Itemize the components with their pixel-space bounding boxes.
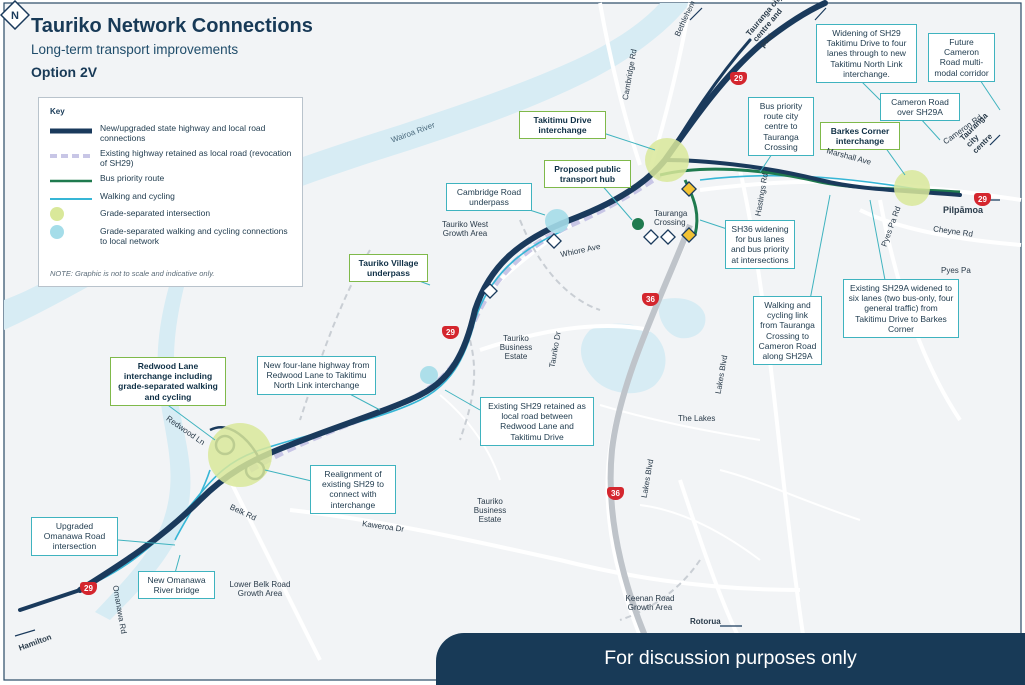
legend-note: NOTE: Graphic is not to scale and indica… [50,269,215,278]
redwood-lane-interchange-marker [208,423,272,487]
barkes-corner-interchange-marker [894,170,930,206]
label-the-lakes: The Lakes [678,414,716,423]
cambridge-underpass-marker [545,209,569,233]
sh29-shield-icon: 29 [442,326,459,339]
sh29-shield-icon: 29 [80,582,97,595]
sh36-shield-icon: 36 [607,487,624,500]
legend-item-label: Walking and cycling [100,191,175,201]
legend-heading: Key [50,107,65,116]
sh36-highway [607,223,693,682]
callout-barkes-corner[interactable]: Barkes Corner interchange [820,122,900,151]
callout-new-four-lane[interactable]: New four-lane highway from Redwood Lane … [257,356,376,395]
sh36-shield-icon: 36 [642,293,659,306]
callout-redwood-lane[interactable]: Redwood Lane interchange including grade… [110,357,226,406]
label-tauriko-west: Tauriko West Growth Area [441,220,489,239]
option-label: Option 2V [31,64,98,80]
callout-omanawa-bridge[interactable]: New Omanawa River bridge [138,571,215,600]
label-keenan-road: Keenan Road Growth Area [625,594,675,613]
label-pilpamoa: Pilpāmoa [943,205,984,215]
label-tauranga-crossing: Tauranga Crossing [654,209,688,228]
callout-bus-priority[interactable]: Bus priority route city centre to Tauran… [748,97,814,156]
callout-omanawa-road[interactable]: Upgraded Omanawa Road intersection [31,517,118,556]
grade-separated-intersections [208,138,930,487]
legend-item-label: New/upgraded state highway and local roa… [100,123,266,144]
callout-sh29a-widened[interactable]: Existing SH29A widened to six lanes (two… [843,279,959,338]
callout-cambridge-underpass[interactable]: Cambridge Road underpass [446,183,532,212]
bus-stop-markers [482,181,697,299]
tauriko-village-underpass-marker [420,366,438,384]
label-rotorua: Rotorua [690,617,721,626]
callout-existing-sh29[interactable]: Existing SH29 retained as local road bet… [480,397,594,446]
map-title: Tauriko Network Connections [31,15,313,37]
callout-widening-sh29[interactable]: Widening of SH29 Takitimu Drive to four … [816,24,917,83]
map-subtitle: Long-term transport improvements [31,42,239,57]
lakes-water-2 [658,298,706,339]
takitimu-drive-interchange-marker [645,138,689,182]
wairoa-river [4,3,690,330]
callout-realignment[interactable]: Realignment of existing SH29 to connect … [310,465,396,514]
legend-item-label: Grade-separated walking and cycling conn… [100,226,288,247]
legend-item-label: Bus priority route [100,173,165,183]
legend-item-label: Grade-separated intersection [100,208,211,218]
transport-hub-marker [632,218,644,230]
callout-transport-hub[interactable]: Proposed public transport hub [544,160,631,189]
callout-sh36-widening[interactable]: SH36 widening for bus lanes and bus prio… [725,220,795,269]
callout-tauriko-village[interactable]: Tauriko Village underpass [349,254,428,283]
callout-future-cameron[interactable]: Future Cameron Road multi-modal corridor [928,33,995,82]
map-legend: Key New/upgraded state highway and local… [38,97,303,287]
north-label: N [11,10,19,22]
label-tauriko-business-estate-1: Tauriko Business Estate [499,334,533,362]
callout-takitimu-drive[interactable]: Takitimu Drive interchange [519,111,606,140]
callout-walking-link[interactable]: Walking and cycling link from Tauranga C… [753,296,822,366]
sh29-shield-icon: 29 [730,72,747,85]
grade-separated-walking-connections [420,209,569,384]
legend-item-label: Existing highway retained as local road … [100,148,292,169]
north-arrow-icon: N [0,0,30,30]
callout-cameron-over[interactable]: Cameron Road over SH29A [880,93,960,122]
discussion-banner: For discussion purposes only [436,633,1025,685]
banner-text: For discussion purposes only [604,647,857,669]
label-lower-belk: Lower Belk Road Growth Area [229,580,291,599]
label-tauriko-business-estate-2: Tauriko Business Estate [473,497,507,525]
label-pyes-pa: Pyes Pa [941,266,971,275]
sh29-shield-icon: 29 [974,193,991,206]
